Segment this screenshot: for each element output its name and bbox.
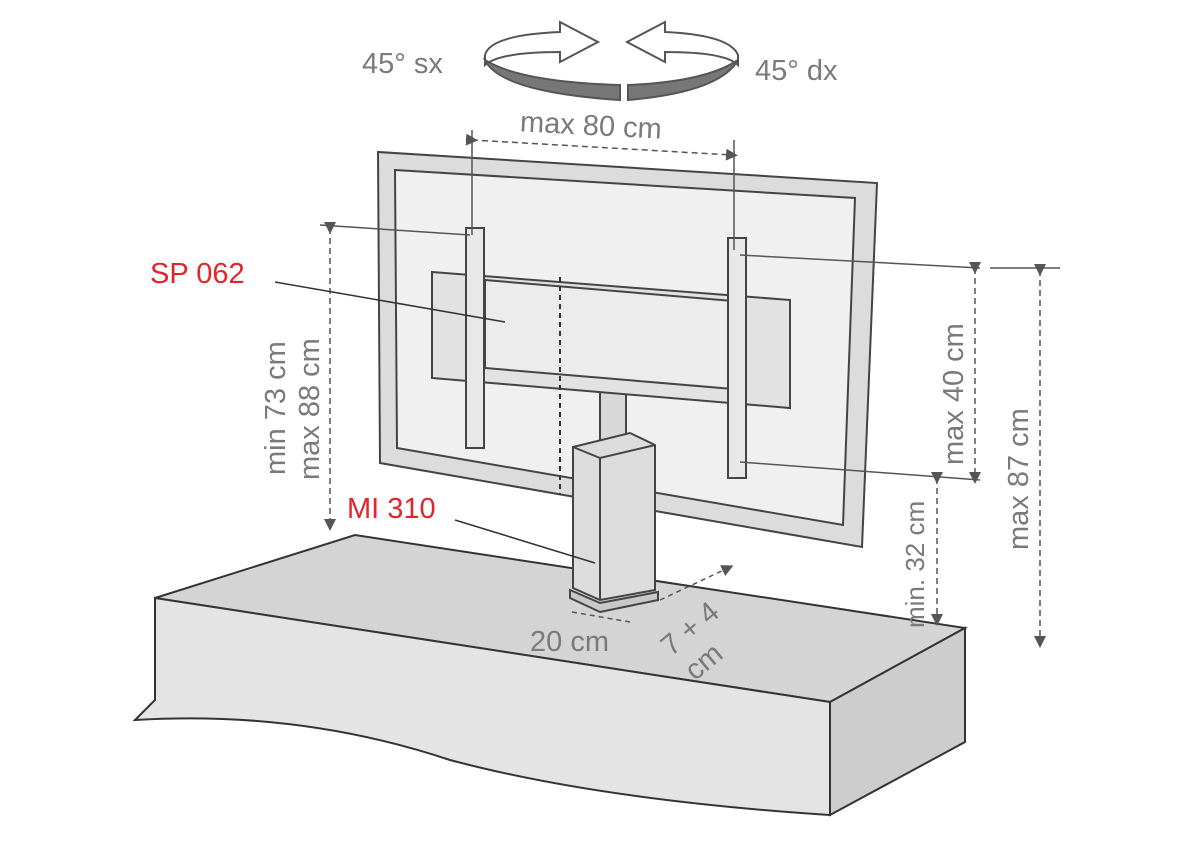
max-width-label: max 80 cm — [519, 106, 663, 146]
bracket-part-label: SP 062 — [150, 258, 245, 290]
bracket-height-label: max 40 cm — [938, 323, 970, 465]
min-height-label: min 73 cm — [260, 341, 292, 475]
rotation-arrows-icon — [482, 20, 739, 102]
dimension-lines — [274, 130, 1060, 648]
column-mi310 — [569, 384, 659, 614]
bracket-sp062 — [431, 227, 791, 479]
max-height-label: max 88 cm — [294, 338, 326, 480]
column-part-label: MI 310 — [347, 493, 436, 525]
rotation-left-label: 45° sx — [362, 48, 443, 80]
cabinet — [132, 533, 969, 817]
total-height-label: max 87 cm — [1003, 408, 1035, 550]
min-clearance-label: min. 32 cm — [900, 500, 930, 628]
rotation-right-label: 45° dx — [755, 55, 838, 87]
base-width-label: 20 cm — [530, 626, 609, 658]
